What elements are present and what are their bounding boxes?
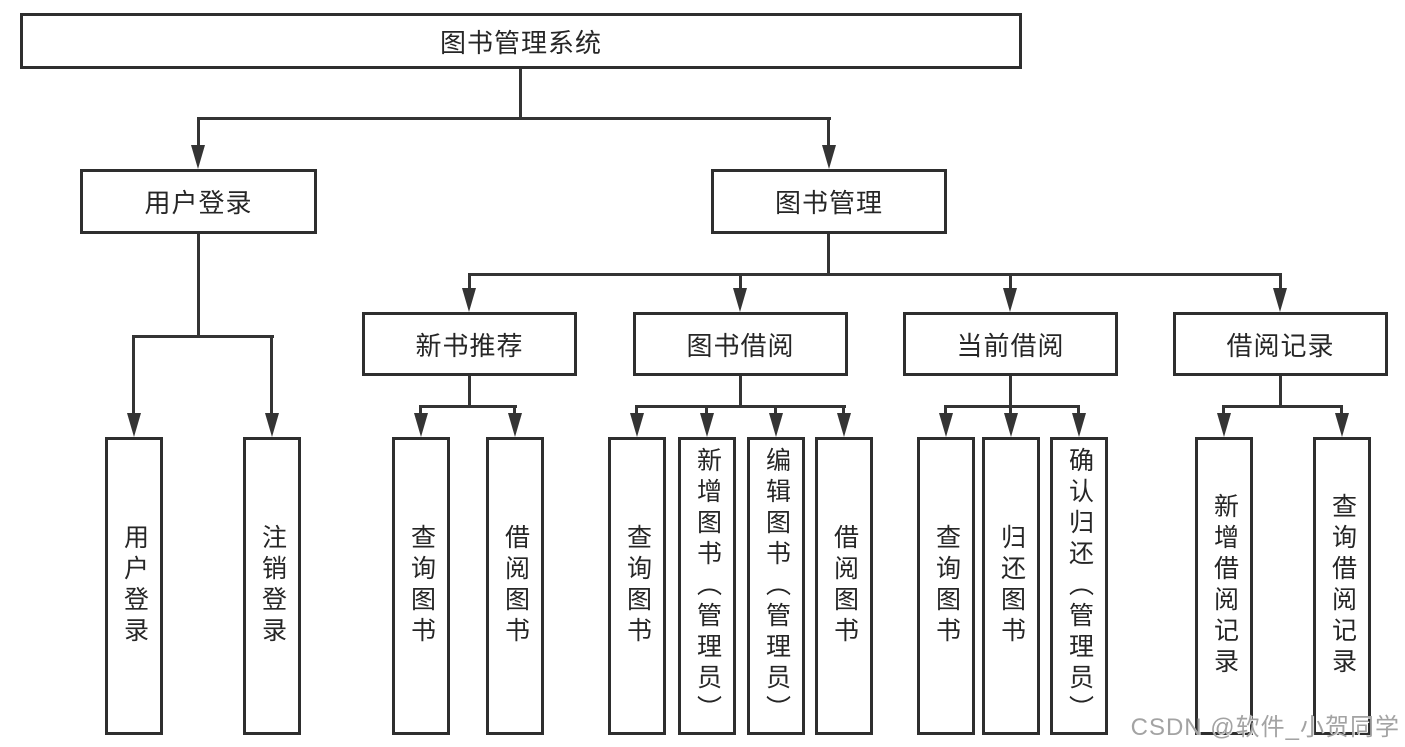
connector-line bbox=[1279, 273, 1282, 291]
arrowhead-down bbox=[127, 413, 141, 437]
node-new-book-recommend: 新书推荐 bbox=[362, 312, 577, 376]
connector-line bbox=[1222, 405, 1225, 419]
node-leaf-add-books-admin: 新增图书（管理员） bbox=[678, 437, 736, 735]
arrowhead-down bbox=[1004, 413, 1018, 437]
node-leaf-label: 查询图书 bbox=[932, 524, 961, 648]
connector-line bbox=[705, 405, 708, 419]
node-current-borrow-label: 当前借阅 bbox=[956, 330, 1065, 361]
node-leaf-query-books-3: 查询图书 bbox=[917, 437, 975, 735]
arrowhead-down bbox=[265, 413, 279, 437]
node-leaf-return-books: 归还图书 bbox=[982, 437, 1040, 735]
csdn-watermark: CSDN @软件_小贺同学 bbox=[1130, 714, 1400, 741]
node-leaf-label: 归还图书 bbox=[997, 524, 1026, 648]
node-leaf-confirm-return-admin: 确认归还（管理员） bbox=[1050, 437, 1108, 735]
arrowhead-down bbox=[630, 413, 644, 437]
connector-line bbox=[197, 117, 831, 120]
node-leaf-borrow-books-2: 借阅图书 bbox=[815, 437, 873, 735]
connector-line bbox=[739, 273, 742, 291]
arrowhead-down bbox=[1003, 288, 1017, 312]
node-root-label: 图书管理系统 bbox=[439, 27, 602, 58]
node-user-login: 用户登录 bbox=[80, 169, 317, 234]
connector-line bbox=[635, 405, 846, 408]
node-leaf-edit-books-admin: 编辑图书（管理员） bbox=[747, 437, 805, 735]
connector-line bbox=[419, 405, 517, 408]
connector-line bbox=[774, 405, 777, 419]
node-book-management: 图书管理 bbox=[711, 169, 947, 234]
connector-line bbox=[1340, 405, 1343, 419]
connector-line bbox=[419, 405, 422, 419]
connector-line bbox=[519, 69, 522, 117]
node-leaf-label: 借阅图书 bbox=[830, 524, 859, 648]
connector-line bbox=[827, 234, 830, 276]
arrowhead-down bbox=[462, 288, 476, 312]
connector-line bbox=[739, 376, 742, 408]
arrowhead-down bbox=[733, 288, 747, 312]
node-leaf-add-borrow-record: 新增借阅记录 bbox=[1195, 437, 1253, 735]
connector-line bbox=[827, 117, 830, 153]
arrowhead-down bbox=[822, 145, 836, 169]
connector-line bbox=[842, 405, 845, 419]
connector-line bbox=[944, 405, 947, 419]
arrowhead-down bbox=[508, 413, 522, 437]
arrowhead-down bbox=[1335, 413, 1349, 437]
connector-line bbox=[944, 405, 1080, 408]
node-borrow-records-label: 借阅记录 bbox=[1226, 330, 1335, 361]
node-leaf-label: 查询图书 bbox=[623, 524, 652, 648]
connector-line bbox=[468, 273, 1282, 276]
connector-line bbox=[270, 335, 273, 417]
connector-line bbox=[635, 405, 638, 419]
arrowhead-down bbox=[1072, 413, 1086, 437]
node-book-borrow-label: 图书借阅 bbox=[686, 330, 795, 361]
node-current-borrow: 当前借阅 bbox=[903, 312, 1118, 376]
connector-line bbox=[197, 117, 200, 153]
node-leaf-label: 确认归还（管理员） bbox=[1065, 446, 1094, 726]
node-new-book-recommend-label: 新书推荐 bbox=[415, 330, 524, 361]
node-leaf-label: 注销登录 bbox=[258, 524, 287, 648]
node-user-login-label: 用户登录 bbox=[144, 188, 253, 218]
arrowhead-down bbox=[769, 413, 783, 437]
arrowhead-down bbox=[1273, 288, 1287, 312]
connector-line bbox=[1009, 273, 1012, 291]
connector-line bbox=[468, 376, 471, 408]
connector-line bbox=[468, 273, 471, 291]
node-leaf-logout: 注销登录 bbox=[243, 437, 301, 735]
node-leaf-label: 编辑图书（管理员） bbox=[762, 446, 791, 726]
node-leaf-borrow-books-1: 借阅图书 bbox=[486, 437, 544, 735]
arrowhead-down bbox=[837, 413, 851, 437]
connector-line bbox=[1009, 376, 1012, 408]
node-root: 图书管理系统 bbox=[20, 13, 1022, 69]
arrowhead-down bbox=[700, 413, 714, 437]
connector-line bbox=[132, 335, 135, 417]
node-borrow-records: 借阅记录 bbox=[1173, 312, 1388, 376]
node-leaf-label: 用户登录 bbox=[120, 524, 149, 648]
arrowhead-down bbox=[191, 145, 205, 169]
arrowhead-down bbox=[939, 413, 953, 437]
node-leaf-label: 查询图书 bbox=[407, 524, 436, 648]
node-book-borrow: 图书借阅 bbox=[633, 312, 848, 376]
arrowhead-down bbox=[414, 413, 428, 437]
connector-line bbox=[513, 405, 516, 419]
node-leaf-query-books-1: 查询图书 bbox=[392, 437, 450, 735]
connector-line bbox=[197, 234, 200, 338]
node-book-management-label: 图书管理 bbox=[774, 188, 883, 218]
node-leaf-user-login: 用户登录 bbox=[105, 437, 163, 735]
connector-line bbox=[132, 335, 274, 338]
connector-line bbox=[1077, 405, 1080, 419]
node-leaf-label: 查询借阅记录 bbox=[1328, 493, 1357, 679]
node-leaf-label: 借阅图书 bbox=[501, 524, 530, 648]
connector-line bbox=[1279, 376, 1282, 408]
node-leaf-label: 新增借阅记录 bbox=[1210, 493, 1239, 679]
connector-line bbox=[1009, 405, 1012, 419]
arrowhead-down bbox=[1217, 413, 1231, 437]
node-leaf-query-borrow-record: 查询借阅记录 bbox=[1313, 437, 1371, 735]
node-leaf-label: 新增图书（管理员） bbox=[693, 446, 722, 726]
connector-line bbox=[1222, 405, 1343, 408]
node-leaf-query-books-2: 查询图书 bbox=[608, 437, 666, 735]
